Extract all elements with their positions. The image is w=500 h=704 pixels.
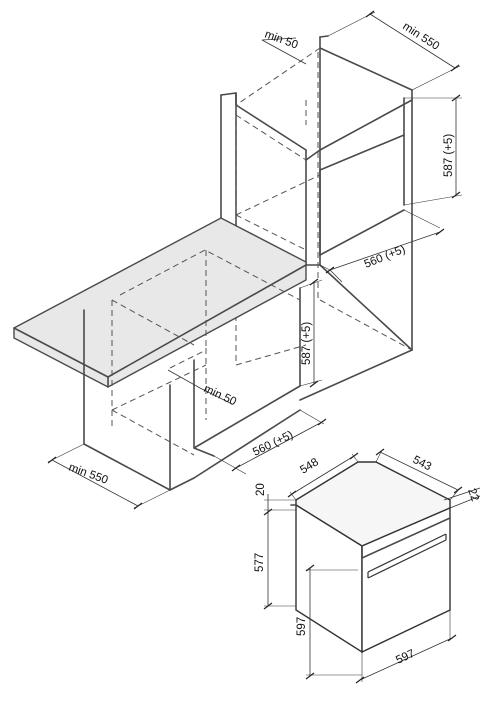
- dim-oven-panel: 20: [255, 483, 296, 514]
- label-oven-height: 597: [296, 617, 308, 636]
- label-under-depth: min 550: [67, 462, 110, 487]
- label-oven-depth: 548: [298, 456, 321, 476]
- dim-under-gap: min 50: [167, 369, 238, 408]
- dim-under-depth: min 550: [47, 443, 171, 510]
- label-under-gap: min 50: [202, 383, 238, 408]
- tall-cabinet: [220, 35, 413, 351]
- oven-unit: [290, 461, 451, 654]
- oven-handle: [367, 533, 447, 579]
- label-tall-top-depth: min 550: [400, 20, 441, 52]
- label-oven-top-depth: 543: [411, 454, 434, 473]
- dim-oven-front-offset: 22: [443, 487, 481, 509]
- dim-tall-top-depth: min 550: [327, 10, 461, 91]
- dim-oven-top-depth: 543: [375, 448, 463, 501]
- dim-tall-niche-height: 587 (+5): [403, 94, 463, 206]
- label-oven-width: 597: [394, 648, 416, 667]
- label-tall-top-gap: min 50: [263, 29, 300, 52]
- label-under-niche-height: 587 (+5): [301, 322, 313, 365]
- dim-tall-top-gap: min 50: [261, 29, 307, 65]
- countertop: [13, 217, 307, 388]
- label-oven-panel: 20: [255, 483, 267, 496]
- dim-tall-niche-width: 560 (+5): [319, 209, 445, 283]
- label-tall-niche-width: 560 (+5): [363, 243, 408, 270]
- base-cabinet-hidden-lines: [111, 249, 301, 456]
- label-tall-niche-height: 587 (+5): [443, 134, 455, 177]
- label-oven-front-offset: 22: [465, 487, 481, 503]
- label-under-niche-width: 560 (+5): [251, 429, 295, 459]
- base-cabinet: [83, 287, 413, 491]
- label-oven-body-height: 577: [254, 553, 266, 572]
- dim-oven-body-height: 577: [254, 508, 296, 610]
- dim-oven-height: 597: [296, 564, 362, 680]
- dim-under-niche-height: 587 (+5): [299, 278, 323, 388]
- tall-cabinet-hidden-lines: [235, 47, 413, 366]
